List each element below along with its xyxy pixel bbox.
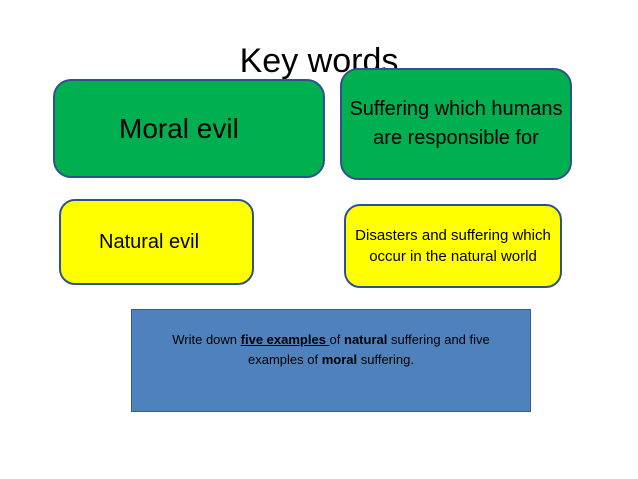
moral-evil-term: Moral evil bbox=[119, 112, 239, 144]
natural-evil-definition: Disasters and suffering which occur in t… bbox=[355, 227, 551, 265]
task-instruction-box: Write down five examples of natural suff… bbox=[131, 309, 531, 412]
natural-evil-term-box: Natural evil bbox=[59, 199, 254, 285]
task-emphasis-natural: natural bbox=[344, 331, 388, 347]
task-text-1: Write down bbox=[172, 331, 241, 347]
moral-evil-definition: Suffering which humans are responsible f… bbox=[349, 98, 563, 149]
natural-evil-definition-box: Disasters and suffering which occur in t… bbox=[344, 204, 562, 288]
natural-evil-term: Natural evil bbox=[99, 230, 200, 253]
task-text-4: suffering. bbox=[357, 351, 414, 367]
moral-evil-definition-box: Suffering which humans are responsible f… bbox=[340, 68, 572, 180]
task-text-2: of bbox=[329, 331, 345, 347]
task-instruction: Write down five examples of natural suff… bbox=[148, 330, 514, 370]
task-text-3: suffering and five examples of bbox=[248, 331, 490, 367]
task-emphasis-moral: moral bbox=[321, 351, 358, 367]
moral-evil-term-box: Moral evil bbox=[53, 79, 325, 178]
task-emphasis-five-examples: five examples bbox=[240, 331, 330, 347]
